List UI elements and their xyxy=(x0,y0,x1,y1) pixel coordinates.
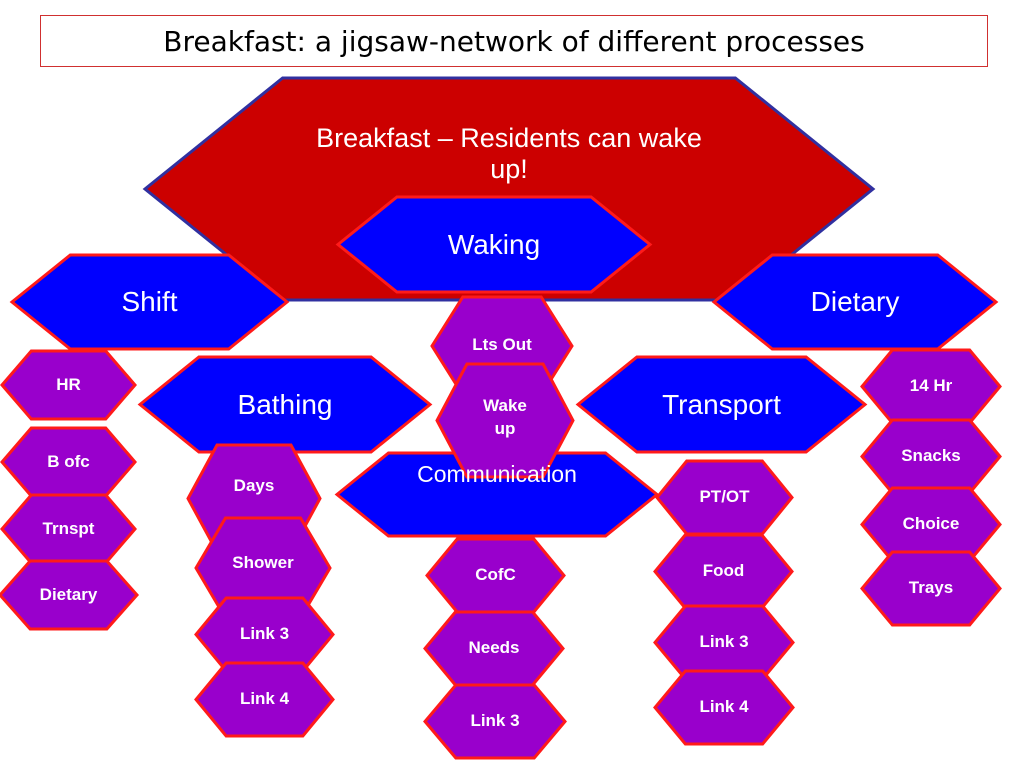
node-shape-food xyxy=(653,533,794,610)
node-shape-hr xyxy=(0,349,137,421)
node-wake-up xyxy=(435,362,575,479)
node-dietary-main xyxy=(711,253,999,351)
node-waking xyxy=(335,195,653,294)
node-b-ofc xyxy=(0,426,137,498)
node-shape-14hr xyxy=(860,348,1002,425)
node-shape-link3-right xyxy=(653,604,795,681)
node-shape-link4-left xyxy=(194,661,335,738)
node-shape-shift xyxy=(9,253,290,351)
node-communication xyxy=(334,451,660,538)
node-trays xyxy=(860,550,1002,627)
node-shape-link4-right xyxy=(653,669,795,746)
node-shape-b-ofc xyxy=(0,426,137,498)
node-link3-center xyxy=(423,683,567,760)
node-bathing xyxy=(137,355,433,454)
page-title: Breakfast: a jigsaw-network of different… xyxy=(40,15,988,67)
node-shape-dietary-sub xyxy=(0,559,140,631)
node-link3-left xyxy=(194,596,335,673)
node-link3-right xyxy=(653,604,795,681)
node-hr xyxy=(0,349,137,421)
node-trnspt xyxy=(0,493,137,565)
node-shift xyxy=(9,253,290,351)
node-shape-snacks xyxy=(860,418,1002,495)
node-food xyxy=(653,533,794,610)
node-shape-waking xyxy=(335,195,653,294)
node-shape-bathing xyxy=(137,355,433,454)
node-transport xyxy=(575,355,868,454)
node-choice xyxy=(860,486,1002,563)
node-shape-communication xyxy=(334,451,660,538)
node-cofc xyxy=(425,537,566,614)
node-14hr xyxy=(860,348,1002,425)
node-link4-right xyxy=(653,669,795,746)
node-shape-trnspt xyxy=(0,493,137,565)
node-shape-cofc xyxy=(425,537,566,614)
node-shape-transport xyxy=(575,355,868,454)
node-needs xyxy=(423,610,565,687)
node-dietary-sub xyxy=(0,559,140,631)
node-shape-dietary-main xyxy=(711,253,999,351)
node-snacks xyxy=(860,418,1002,495)
node-shape-link3-center xyxy=(423,683,567,760)
node-shape-pt-ot xyxy=(655,459,794,536)
node-shape-wake-up xyxy=(435,362,575,479)
node-link4-left xyxy=(194,661,335,738)
node-pt-ot xyxy=(655,459,794,536)
node-shape-choice xyxy=(860,486,1002,563)
node-shape-trays xyxy=(860,550,1002,627)
node-shape-needs xyxy=(423,610,565,687)
node-shape-link3-left xyxy=(194,596,335,673)
